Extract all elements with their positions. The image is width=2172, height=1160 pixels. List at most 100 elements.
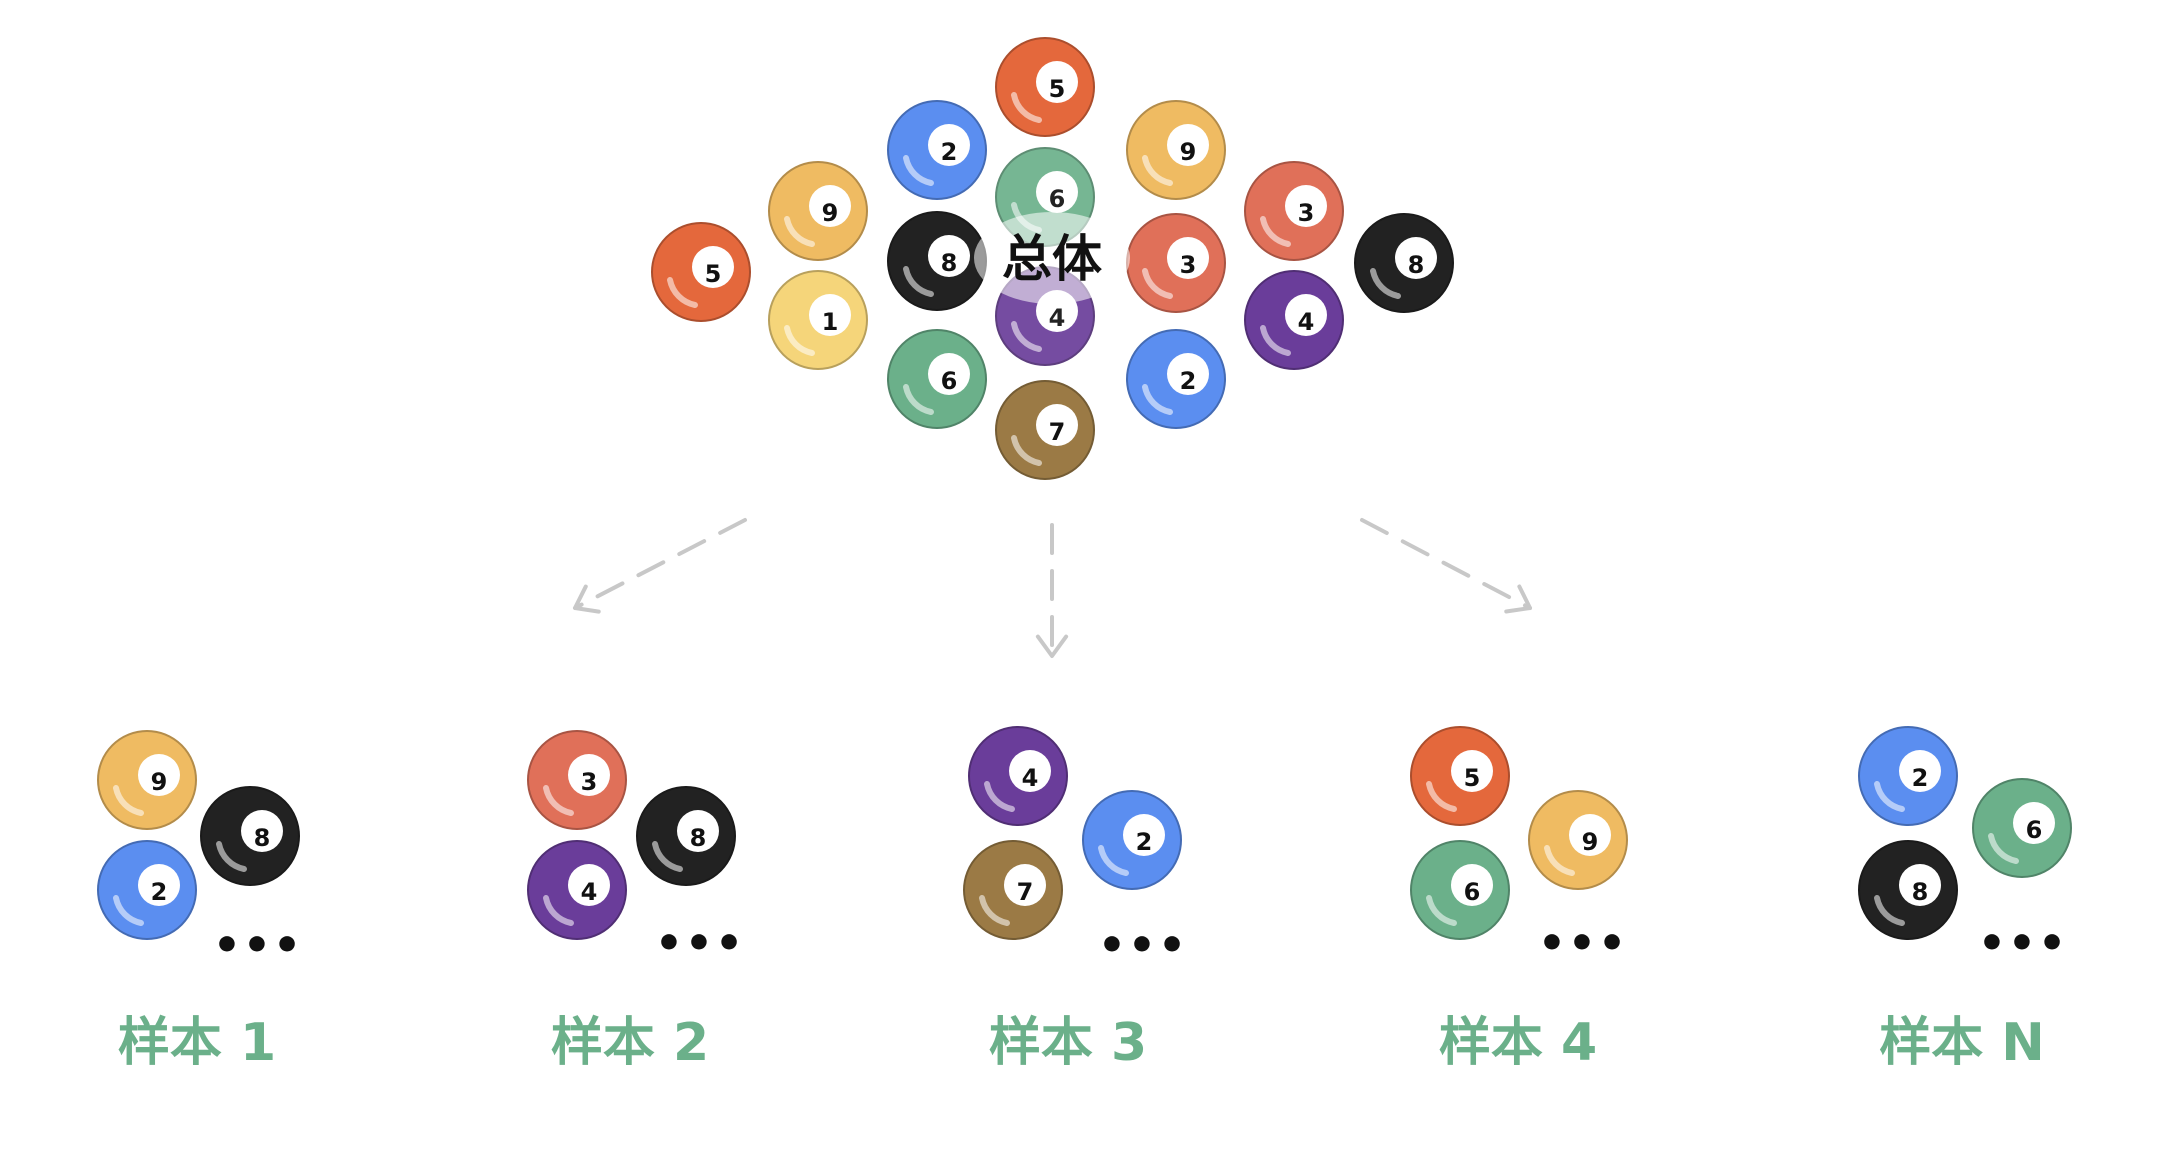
ball-shine xyxy=(903,155,934,186)
sample-ball-blue: 2 xyxy=(97,840,197,940)
ball-number: 8 xyxy=(941,249,958,277)
ball-number-disc xyxy=(809,185,851,227)
population-ball-blue: 2 xyxy=(1126,329,1226,429)
population-ball-orange: 5 xyxy=(995,37,1095,137)
ball-shine xyxy=(784,325,815,356)
ball-number: 9 xyxy=(822,199,839,227)
sample-ball-blue: 2 xyxy=(1858,726,1958,826)
ball-number: 2 xyxy=(1912,764,1929,792)
ball-number: 5 xyxy=(705,260,722,288)
population-ball-red: 3 xyxy=(1126,213,1226,313)
ball-shine xyxy=(903,266,934,297)
ball-number: 9 xyxy=(1582,828,1599,856)
ball-shine xyxy=(1426,895,1457,926)
sample-ball-blue: 2 xyxy=(1082,790,1182,890)
ball-number: 7 xyxy=(1049,418,1066,446)
ball-number: 2 xyxy=(151,878,168,906)
sample-label: 样本 N xyxy=(1879,1013,2045,1073)
ball-number-disc xyxy=(1167,237,1209,279)
ball-shine xyxy=(1098,845,1129,876)
ball-shine xyxy=(903,384,934,415)
sample-label: 样本 2 xyxy=(551,1013,709,1073)
population-ball-purple: 4 xyxy=(1244,270,1344,370)
population-ball-orange: 5 xyxy=(651,222,751,322)
ball-number-disc xyxy=(568,864,610,906)
ball-number-disc xyxy=(241,810,283,852)
sample-1: 982•••样本 1 xyxy=(97,730,303,1073)
ball-number: 8 xyxy=(254,824,271,852)
sample-label: 样本 3 xyxy=(989,1013,1147,1073)
ball-number: 4 xyxy=(1298,308,1315,336)
ball-number-disc xyxy=(568,754,610,796)
population-ball-green: 6 xyxy=(887,329,987,429)
ball-shine xyxy=(543,785,574,816)
ball-number-disc xyxy=(1899,864,1941,906)
population-label: 总体 xyxy=(1002,230,1102,288)
sample-ellipsis: ••• xyxy=(213,920,303,971)
population-ball-brown: 7 xyxy=(995,380,1095,480)
ball-number-disc xyxy=(1009,750,1051,792)
ball-shine xyxy=(1874,895,1905,926)
ball-shine xyxy=(1544,845,1575,876)
ball-number-disc xyxy=(1569,814,1611,856)
ball-shine xyxy=(1142,384,1173,415)
ball-number-disc xyxy=(1004,864,1046,906)
ball-shine xyxy=(1260,325,1291,356)
population-ball-yellow: 9 xyxy=(768,161,868,261)
ball-shine xyxy=(1011,321,1042,352)
sample-ball-purple: 4 xyxy=(968,726,1068,826)
ball-number-disc xyxy=(928,124,970,166)
sample-ball-brown: 7 xyxy=(963,840,1063,940)
ball-shine xyxy=(784,216,815,247)
ball-shine xyxy=(1011,92,1042,123)
ball-number-disc xyxy=(1123,814,1165,856)
sample-ball-red: 3 xyxy=(527,730,627,830)
population-label-glow xyxy=(974,212,1130,304)
ball-number-disc xyxy=(692,246,734,288)
sample-4: 596•••样本 4 xyxy=(1410,726,1628,1073)
ball-shine xyxy=(667,277,698,308)
arrow-to-sample-right xyxy=(1360,518,1532,614)
population-ball-light_yellow: 1 xyxy=(768,270,868,370)
population-ball-yellow: 9 xyxy=(1126,100,1226,200)
ball-number: 6 xyxy=(1464,878,1481,906)
population-ball-black: 8 xyxy=(887,211,987,311)
ball-shine xyxy=(1011,435,1042,466)
sample-ball-green: 6 xyxy=(1410,840,1510,940)
ball-number-disc xyxy=(1285,185,1327,227)
sample-5: 268•••样本 N xyxy=(1858,726,2072,1073)
ball-number-disc xyxy=(1285,294,1327,336)
ball-number-disc xyxy=(928,353,970,395)
ball-shine xyxy=(1426,781,1457,812)
ball-number: 4 xyxy=(581,878,598,906)
arrow-to-sample-left xyxy=(573,518,747,614)
ball-number-disc xyxy=(1451,864,1493,906)
sample-ball-black: 8 xyxy=(200,786,300,886)
ball-number: 6 xyxy=(1049,185,1066,213)
ball-number: 5 xyxy=(1049,75,1066,103)
sample-ellipsis: ••• xyxy=(655,918,745,969)
population-ball-blue: 2 xyxy=(887,100,987,200)
sample-ellipsis: ••• xyxy=(1538,918,1628,969)
ball-shine xyxy=(1874,781,1905,812)
ball-number: 3 xyxy=(581,768,598,796)
ball-number-disc xyxy=(677,810,719,852)
ball-number: 8 xyxy=(1408,251,1425,279)
ball-number-disc xyxy=(1036,61,1078,103)
ball-shine xyxy=(1142,268,1173,299)
ball-number-disc xyxy=(138,754,180,796)
ball-number: 9 xyxy=(151,768,168,796)
ball-number: 4 xyxy=(1049,304,1066,332)
ball-shine xyxy=(979,895,1010,926)
arrows-group xyxy=(573,518,1532,658)
sample-ball-purple: 4 xyxy=(527,840,627,940)
ball-number-disc xyxy=(928,235,970,277)
ball-number-disc xyxy=(1167,124,1209,166)
ball-number: 2 xyxy=(1136,828,1153,856)
ball-shine xyxy=(543,895,574,926)
ball-number: 7 xyxy=(1017,878,1034,906)
sample-ball-yellow: 9 xyxy=(97,730,197,830)
